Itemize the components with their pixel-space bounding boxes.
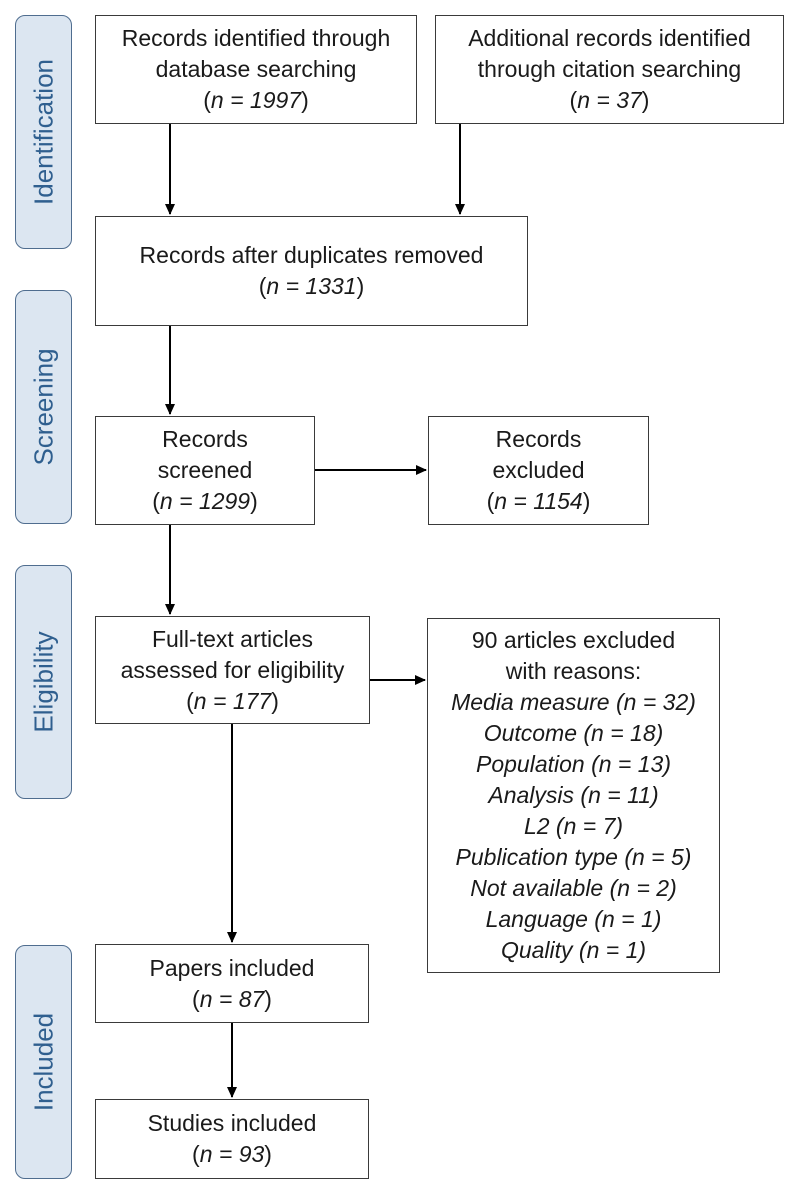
box-citation-records: Additional records identified through ci…: [435, 15, 784, 124]
box-after-duplicates: Records after duplicates removed (n = 13…: [95, 216, 528, 326]
reason-item: Analysis (n = 11): [488, 782, 659, 808]
box-papers-included: Papers included (n = 87): [95, 944, 369, 1023]
box-database-records: Records identified through database sear…: [95, 15, 417, 124]
reason-item: Quality (n = 1): [500, 937, 647, 963]
phase-eligibility: Eligibility: [15, 565, 72, 799]
box-exclusion-reasons: 90 articles excluded with reasons: Media…: [427, 618, 720, 973]
reason-item: Population (n = 13): [476, 751, 671, 777]
reason-item: Outcome (n = 18): [483, 720, 664, 746]
box-records-excluded: Records excluded (n = 1154): [428, 416, 649, 525]
phase-identification: Identification: [15, 15, 72, 249]
reason-item: Not available (n = 2): [470, 875, 677, 901]
phase-included: Included: [15, 945, 72, 1179]
reason-item: Publication type (n = 5): [455, 844, 692, 870]
reason-item: Language (n = 1): [485, 906, 662, 932]
reasons-header-line-1: 90 articles excluded: [471, 627, 676, 653]
box-fulltext-assessed: Full-text articles assessed for eligibil…: [95, 616, 370, 724]
box-records-screened: Records screened (n = 1299): [95, 416, 315, 525]
box-studies-included: Studies included (n = 93): [95, 1099, 369, 1179]
reason-item: L2 (n = 7): [523, 813, 624, 839]
reasons-header-line-2: with reasons:: [505, 658, 642, 684]
reason-item: Media measure (n = 32): [451, 689, 696, 715]
phase-screening: Screening: [15, 290, 72, 524]
